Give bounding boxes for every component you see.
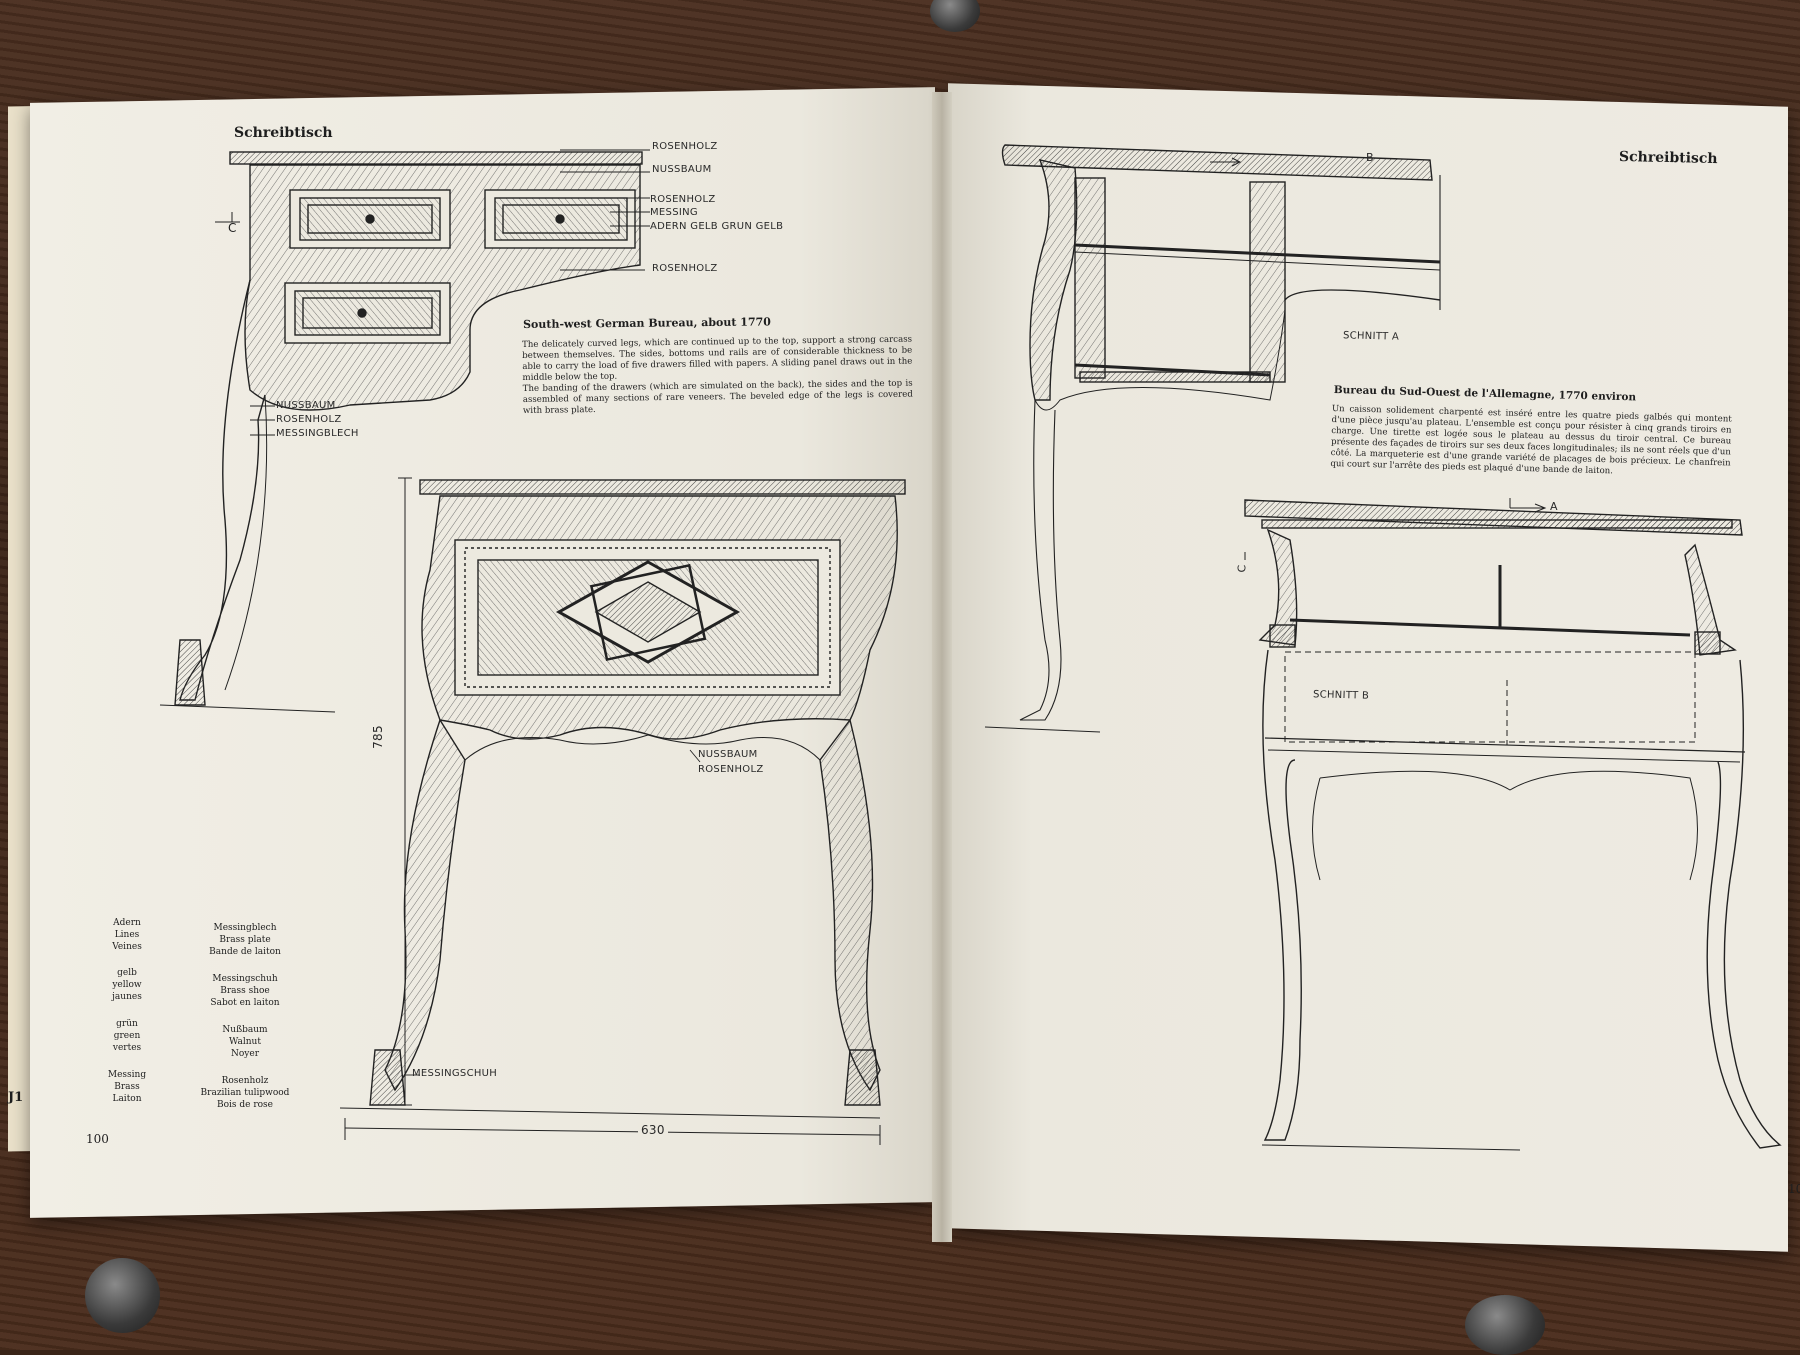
legend-term: Laiton	[112, 1094, 142, 1104]
marker-a: A	[1550, 500, 1558, 513]
callout-front-rosenholz: ROSENHOLZ	[698, 764, 764, 775]
callout-top-4: ADERN GELB GRUN GELB	[650, 221, 784, 232]
front-elevation-drawing	[339, 477, 906, 1145]
legend-term: Messingschuh	[212, 974, 278, 984]
article-body-french: Un caisson solidement charpenté est insé…	[1330, 404, 1732, 477]
callout-top-2: ROSENHOLZ	[650, 194, 716, 205]
dimension-height: 785	[370, 725, 385, 749]
callout-top-5: ROSENHOLZ	[652, 263, 718, 274]
legend-term: jaunes	[112, 992, 142, 1002]
underlying-page-corner-mark: J1	[8, 1090, 24, 1105]
section-label-a: SCHNITT A	[1342, 330, 1400, 343]
book-gutter	[932, 92, 952, 1242]
legend-term: Brass plate	[219, 935, 271, 945]
legend-term: Nußbaum	[222, 1025, 268, 1035]
legend-term: Brass	[114, 1082, 140, 1092]
marker-b: B	[1366, 151, 1374, 164]
callout-messingschuh: MESSINGSCHUH	[412, 1068, 498, 1079]
legend-term: vertes	[112, 1043, 142, 1053]
marker-c: C	[1235, 564, 1249, 573]
right-running-head: Schreibtisch	[1618, 148, 1718, 168]
right-page-number: 10	[1788, 1182, 1800, 1196]
left-page-number: 100	[86, 1132, 109, 1146]
legend-term: Sabot en laiton	[210, 998, 280, 1008]
article-body-english: The delicately curved legs, which are co…	[522, 334, 913, 416]
legend-term: Bois de rose	[216, 1100, 273, 1110]
dimension-width: 630	[638, 1123, 668, 1137]
legend-term: Veines	[112, 942, 142, 952]
legend-term: Brazilian tulipwood	[200, 1088, 290, 1098]
legend-term: Walnut	[229, 1037, 261, 1047]
legend-term: green	[113, 1031, 141, 1041]
section-mark-c: C	[228, 221, 237, 235]
legend-term: Messing	[107, 1070, 147, 1080]
legend-term: grün	[116, 1019, 138, 1029]
article-title-english: South-west German Bureau, about 1770	[523, 315, 771, 331]
callout-top-0: ROSENHOLZ	[652, 141, 718, 152]
section-a-drawing	[984, 144, 1441, 733]
callout-top-3: MESSING	[650, 207, 698, 218]
callout-leg-2: MESSINGBLECH	[276, 428, 359, 439]
left-running-head: Schreibtisch	[234, 125, 333, 141]
metal-stud-bottom-left	[85, 1258, 160, 1333]
legend-term: Bande de laiton	[209, 947, 281, 957]
legend-term: yellow	[112, 980, 142, 990]
legend-entry: gelb yellow jaunes	[92, 967, 162, 1003]
section-label-b: SCHNITT B	[1312, 689, 1370, 702]
legend-term: Brass shoe	[220, 986, 270, 996]
callout-leg-1: ROSENHOLZ	[276, 414, 342, 425]
side-elevation-drawing	[159, 151, 643, 713]
callout-top-1: NUSSBAUM	[652, 164, 712, 175]
legend-entry: grün green vertes	[92, 1018, 162, 1054]
metal-stud-bottom-right	[1465, 1295, 1545, 1355]
legend-term: Messingblech	[213, 923, 277, 933]
metal-stud-top	[930, 0, 980, 32]
callout-front-nussbaum: NUSSBAUM	[698, 749, 758, 760]
legend-term: Lines	[114, 930, 140, 940]
legend-term: gelb	[117, 968, 137, 978]
callout-leg-0: NUSSBAUM	[276, 400, 336, 411]
legend-term: Rosenholz	[221, 1076, 269, 1086]
legend-term: Noyer	[230, 1049, 259, 1059]
legend-term: Adern	[113, 918, 141, 928]
section-b-drawing	[1244, 498, 1782, 1151]
